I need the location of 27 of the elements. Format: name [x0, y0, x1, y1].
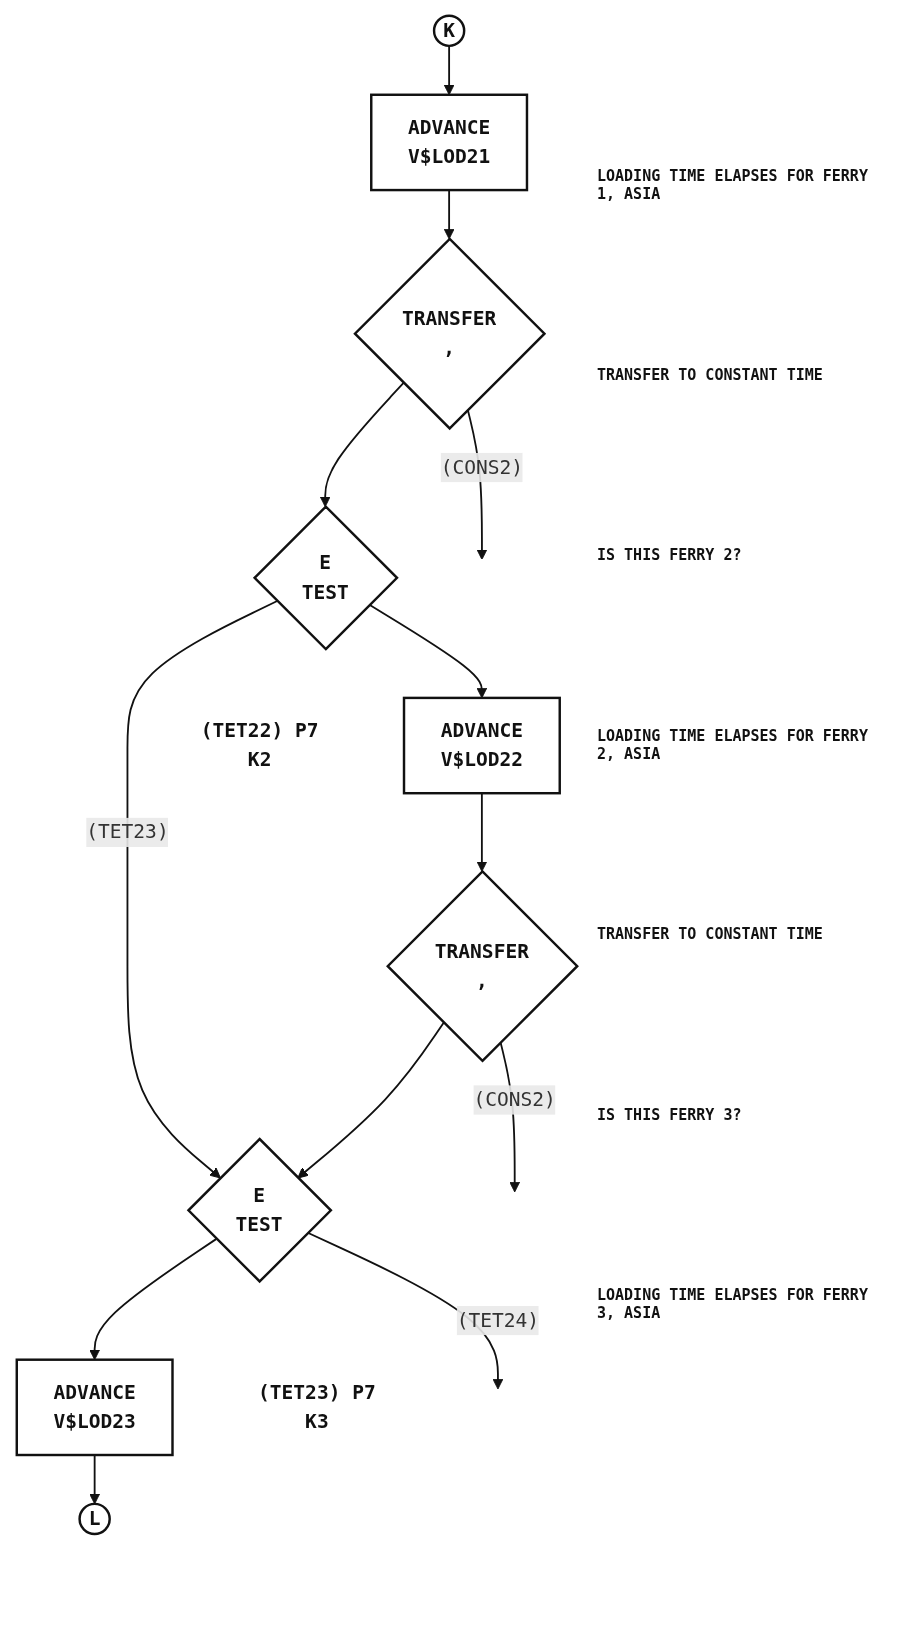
node-label: K2 — [247, 748, 272, 772]
node-box: ADVANCE V$LOD22 — [402, 696, 561, 795]
node-diamond: TRANSFER , — [353, 237, 547, 431]
edge-label: (TET23) — [86, 820, 169, 844]
note-text: LOADING TIME ELAPSES FOR FERRY 3, ASIA — [597, 1286, 869, 1323]
note-text: TRANSFER TO CONSTANT TIME — [597, 365, 824, 384]
node-box: ADVANCE V$LOD23 — [15, 1358, 174, 1457]
node-box: ADVANCE V$LOD21 — [370, 93, 529, 192]
note-text: TRANSFER TO CONSTANT TIME — [597, 925, 824, 944]
node-circle: K — [432, 14, 466, 48]
arrow — [319, 381, 405, 508]
node-diamond: TRANSFER , — [386, 869, 579, 1063]
arrow — [126, 600, 279, 1179]
node-diamond: E TEST — [186, 1137, 333, 1284]
arrow — [297, 1021, 445, 1179]
edge-label: (CONS2) — [473, 1087, 556, 1111]
node-circle: L — [78, 1502, 111, 1536]
edge-label: (TET24) — [456, 1308, 540, 1332]
note-text: IS THIS FERRY 2? — [597, 546, 743, 565]
node-label: K3 — [305, 1409, 329, 1434]
note-text: LOADING TIME ELAPSES FOR FERRY 1, ASIA — [597, 167, 869, 204]
note-text: LOADING TIME ELAPSES FOR FERRY 2, ASIA — [597, 726, 869, 763]
node-label: (TET23) P7 — [258, 1380, 376, 1404]
edge-label: (CONS2) — [440, 455, 524, 479]
node-label: (TET22) P7 — [200, 718, 319, 742]
note-text: IS THIS FERRY 3? — [597, 1105, 743, 1124]
node-diamond: E TEST — [252, 504, 399, 651]
